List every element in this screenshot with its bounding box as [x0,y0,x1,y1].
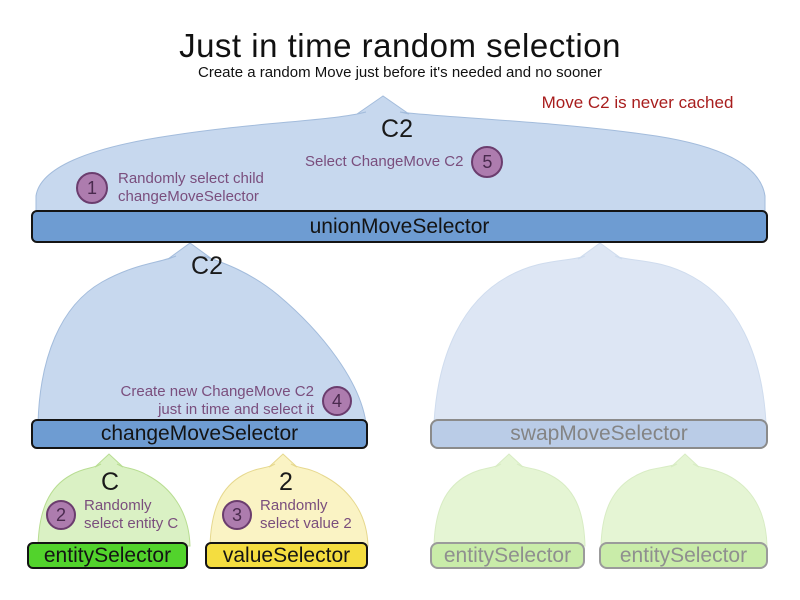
swap-entity-funnel-shape-2 [600,453,768,547]
step-1-text: Randomly select child changeMoveSelector [118,170,264,206]
page-title: Just in time random selection [179,27,621,64]
union-funnel-shape [35,95,766,214]
union-move-selector-bar: unionMoveSelector [31,210,768,243]
change-move-selector-bar: changeMoveSelector [31,419,368,449]
swap-entity-selector-label-2: entitySelector [619,543,748,567]
value-selector-bar: valueSelector [205,542,368,569]
value-selector-label: valueSelector [222,543,351,567]
step-4-text: Create new ChangeMove C2 just in time an… [118,383,314,419]
step-4-line2: just in time and select it [158,401,314,418]
entity-selector-label: entitySelector [43,543,172,567]
step-4-badge: 4 [322,386,352,416]
step-1: 1 Randomly select child changeMoveSelect… [76,170,264,206]
swap-move-selector-label: swapMoveSelector [510,422,688,445]
step-1-line2: changeMoveSelector [118,188,259,205]
swap-entity-funnel-shape-1 [433,453,586,547]
union-move-label: C2 [381,115,413,143]
step-4: Create new ChangeMove C2 just in time an… [118,383,352,419]
step-2: 2 Randomly select entity C [46,497,178,533]
step-2-badge: 2 [46,500,76,530]
step-5: Select ChangeMove C2 5 [305,146,504,178]
step-3: 3 Randomly select value 2 [222,497,352,533]
step-3-line1: Randomly [260,497,328,514]
step-3-text: Randomly select value 2 [260,497,352,533]
entity-move-label: C [100,468,120,496]
change-funnel-shape [37,242,367,424]
swap-entity-selector-bar-2: entitySelector [599,542,768,569]
step-5-badge: 5 [471,146,504,178]
swap-funnel-shape [433,242,767,424]
step-2-text: Randomly select entity C [84,497,178,533]
step-2-line2: select entity C [84,515,179,532]
step-1-badge: 1 [76,172,108,204]
change-move-label: C2 [191,252,223,280]
swap-entity-selector-label-1: entitySelector [443,543,572,567]
entity-selector-bar: entitySelector [27,542,188,569]
never-cached-annotation: Move C2 is never cached [541,93,734,112]
step-4-line1: Create new ChangeMove C2 [120,383,314,400]
swap-entity-selector-bar-1: entitySelector [430,542,585,569]
value-move-label: 2 [279,468,293,496]
change-move-selector-label: changeMoveSelector [100,422,299,445]
entity-funnel-shape [37,453,191,547]
union-move-selector-label: unionMoveSelector [309,214,490,238]
page-subtitle: Create a random Move just before it's ne… [198,64,602,81]
step-2-line1: Randomly [84,497,152,514]
step-3-line2: select value 2 [260,515,352,532]
step-3-badge: 3 [222,500,252,530]
step-1-line1: Randomly select child [118,170,264,187]
step-5-text: Select ChangeMove C2 [305,153,464,170]
swap-move-selector-bar: swapMoveSelector [430,419,768,449]
